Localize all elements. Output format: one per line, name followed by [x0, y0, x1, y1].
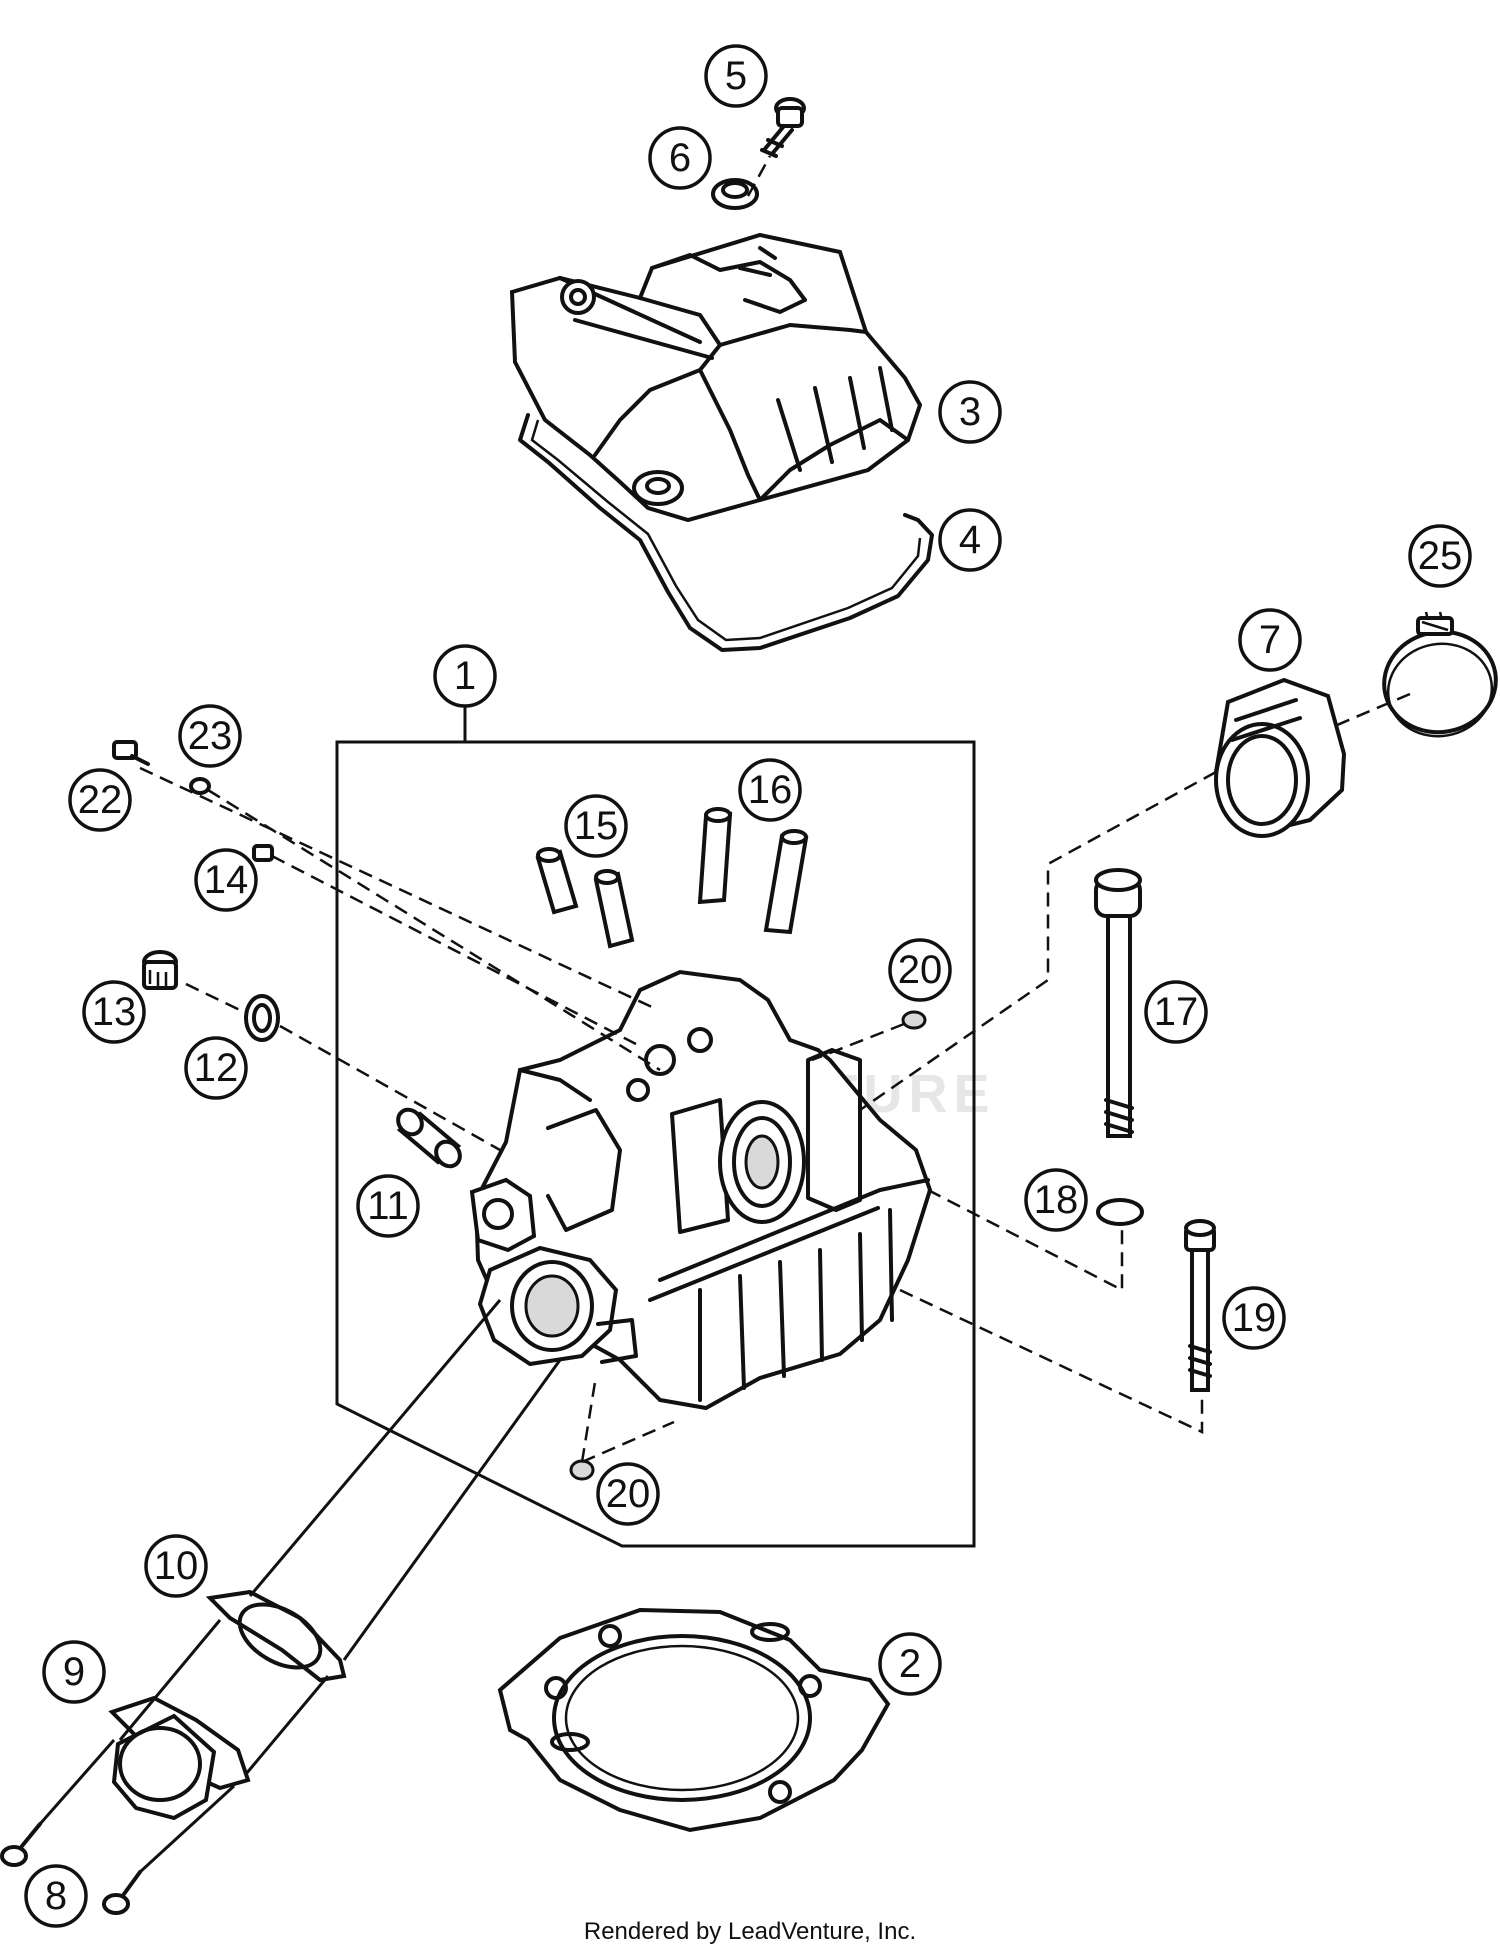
svg-text:13: 13	[92, 990, 137, 1034]
svg-text:6: 6	[669, 136, 691, 180]
callout-14: 14	[194, 848, 258, 912]
svg-text:10: 10	[154, 1544, 199, 1588]
svg-text:11: 11	[367, 1184, 409, 1228]
svg-text:7: 7	[1259, 618, 1281, 662]
svg-text:14: 14	[204, 858, 249, 902]
part-1-group-bracket	[335, 706, 976, 1548]
callout-5: 5	[704, 44, 768, 108]
seal-ring-part-6	[711, 178, 759, 210]
callout-4: 4	[938, 508, 1002, 572]
svg-text:17: 17	[1154, 990, 1199, 1034]
svg-text:16: 16	[748, 768, 793, 812]
svg-text:20: 20	[606, 1472, 651, 1516]
callout-17: 17	[1144, 980, 1208, 1044]
screw-part-22	[112, 740, 150, 766]
callout-8: 8	[24, 1864, 88, 1928]
bolt-part-17	[1094, 868, 1142, 1138]
hose-clamp-part-25	[1382, 611, 1498, 738]
svg-text:9: 9	[63, 1650, 85, 1694]
intake-boot-part-7	[1213, 677, 1347, 838]
svg-text:23: 23	[188, 714, 233, 758]
valve-guides-part-15	[535, 847, 635, 949]
callout-16: 16	[738, 758, 802, 822]
svg-text:2: 2	[899, 1642, 921, 1686]
callout-20-upper: 20	[888, 938, 952, 1002]
callout-22: 22	[68, 768, 132, 832]
callout-9: 9	[42, 1640, 106, 1704]
svg-text:5: 5	[725, 54, 747, 98]
valve-cover-part-3	[509, 232, 923, 523]
svg-text:18: 18	[1034, 1178, 1079, 1222]
callout-19: 19	[1222, 1286, 1286, 1350]
valve-cover-gasket-part-4-inner	[530, 419, 922, 642]
bolt-part-19	[1184, 1219, 1216, 1392]
callout-6: 6	[648, 126, 712, 190]
plug-screw-part-13	[142, 950, 178, 990]
callout-3: 3	[938, 380, 1002, 444]
callout-7: 7	[1238, 608, 1302, 672]
plug-part-14	[252, 844, 274, 862]
svg-text:19: 19	[1232, 1296, 1277, 1340]
exhaust-flange-part-9	[108, 1695, 251, 1821]
svg-text:8: 8	[45, 1874, 67, 1918]
render-credit-footer: Rendered by LeadVenture, Inc.	[583, 1918, 917, 1945]
callout-10: 10	[144, 1534, 208, 1598]
washer-part-23	[189, 777, 211, 795]
callout-25: 25	[1408, 524, 1472, 588]
svg-text:25: 25	[1418, 534, 1463, 578]
cylinder-head-part-1	[469, 969, 933, 1411]
svg-text:15: 15	[574, 804, 619, 848]
svg-text:3: 3	[959, 390, 981, 434]
leader-lines	[38, 155, 1411, 1874]
callout-2: 2	[878, 1632, 942, 1696]
callout-11: 11	[356, 1174, 420, 1238]
exhaust-gasket-part-10	[205, 1589, 347, 1683]
dowel-sleeve-part-11	[396, 1107, 462, 1169]
callout-12: 12	[184, 1036, 248, 1100]
callout-1: 1	[433, 644, 497, 708]
washer-part-18	[1096, 1198, 1144, 1226]
callout-23: 23	[178, 704, 242, 768]
valve-cover-gasket-part-4	[518, 413, 934, 652]
callout-13: 13	[82, 980, 146, 1044]
callout-20-lower: 20	[596, 1462, 660, 1526]
svg-text:4: 4	[959, 518, 981, 562]
seal-ring-part-12	[244, 994, 280, 1042]
screw-part-8-left	[0, 1822, 42, 1867]
valve-guides-part-16	[697, 807, 809, 935]
svg-text:1: 1	[454, 654, 476, 698]
callout-15: 15	[564, 794, 628, 858]
screw-part-8-right	[102, 1870, 142, 1915]
svg-text:12: 12	[194, 1046, 239, 1090]
screw-part-5	[760, 97, 806, 158]
cylinder-head-gasket-part-2	[497, 1607, 891, 1833]
callout-18: 18	[1024, 1168, 1088, 1232]
svg-text:22: 22	[78, 778, 123, 822]
plug-part-20-lower	[569, 1459, 595, 1481]
plug-part-20-upper	[901, 1010, 927, 1030]
svg-text:20: 20	[898, 948, 943, 992]
